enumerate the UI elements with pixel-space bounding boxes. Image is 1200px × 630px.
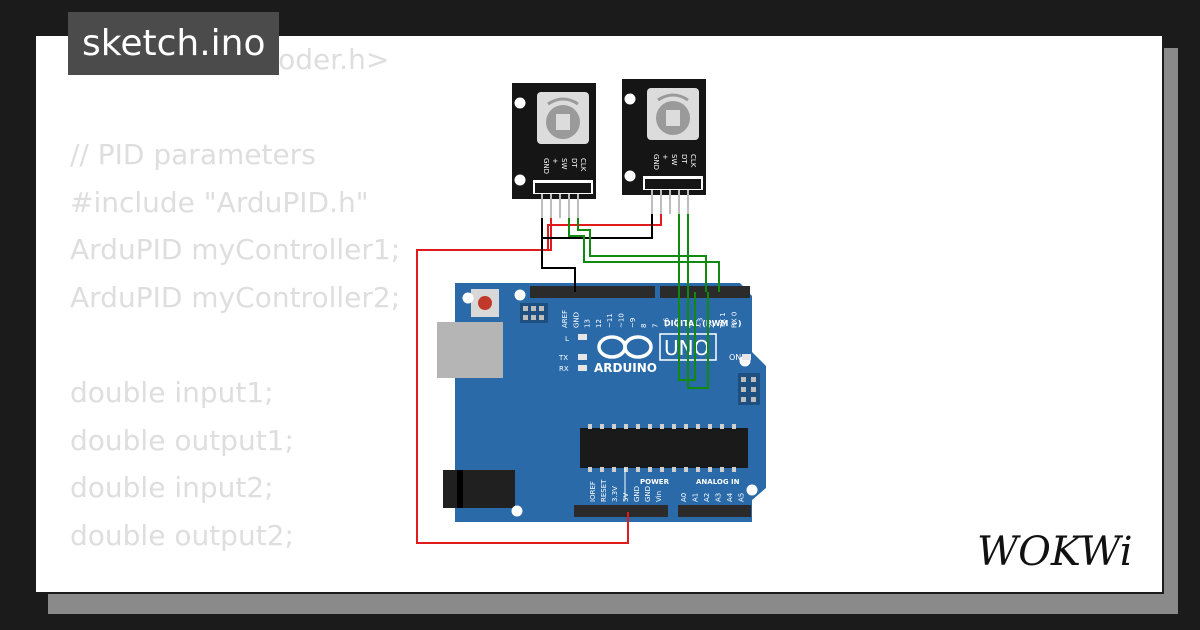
power-pin-6: Vin bbox=[655, 491, 663, 502]
wire-green-2 bbox=[577, 218, 707, 292]
rotary-encoder-1[interactable] bbox=[512, 83, 596, 199]
on-label: ON bbox=[729, 353, 741, 362]
enc1-pin-clk: CLK bbox=[579, 158, 587, 172]
analog-pin-1: A1 bbox=[692, 493, 700, 502]
analog-pin-3: A3 bbox=[715, 493, 723, 502]
digital-pin-6: ~9 bbox=[629, 318, 637, 328]
code-line: ArduPID myController1; bbox=[70, 233, 401, 267]
rotary-encoder-2[interactable] bbox=[622, 79, 706, 195]
digital-pin-11: 4 bbox=[685, 323, 693, 328]
arduino-labels: ARDUINO UNO DIGITAL (PWM ~) L TX RX ON P… bbox=[558, 310, 746, 502]
digital-pin-8: 7 bbox=[651, 324, 659, 328]
power-pin-0: IOREF bbox=[589, 481, 597, 502]
wire-green-1 bbox=[568, 218, 720, 292]
power-pin-3: 5V bbox=[622, 493, 630, 502]
enc2-pin-clk: CLK bbox=[689, 154, 697, 168]
digital-pin-1: GND bbox=[572, 312, 580, 328]
code-line: // PID parameters bbox=[70, 138, 316, 172]
power-pin-5: GND bbox=[644, 486, 652, 502]
wire-red-vcc bbox=[416, 218, 629, 544]
led-label-tx: TX bbox=[558, 354, 568, 362]
digital-pin-3: 12 bbox=[595, 319, 603, 328]
encoder-2-pin-labels: GND + SW DT CLK bbox=[652, 154, 697, 170]
enc1-pin-plus: + bbox=[551, 158, 559, 164]
analog-pin-2: A2 bbox=[703, 493, 711, 502]
digital-pin-2: 13 bbox=[584, 319, 592, 328]
wire-red-vcc-2 bbox=[547, 214, 662, 250]
file-title: sketch.ino bbox=[68, 12, 280, 75]
enc1-pin-dt: DT bbox=[570, 158, 578, 168]
enc2-pin-gnd: GND bbox=[652, 154, 660, 170]
digital-pin-14: TX 1 bbox=[719, 312, 727, 329]
encoder-1-pin-labels: GND + SW DT CLK bbox=[542, 158, 587, 174]
wires bbox=[416, 214, 720, 544]
code-line: ArduPID myController2; bbox=[70, 280, 401, 314]
wire-black-gnd-2 bbox=[542, 214, 653, 239]
analog-pin-5: A5 bbox=[738, 493, 746, 502]
digital-pin-15: RX 0 bbox=[731, 312, 739, 328]
enc1-pin-sw: SW bbox=[560, 158, 568, 169]
enc2-pin-plus: + bbox=[661, 154, 669, 160]
code-line: double input1; bbox=[70, 376, 274, 410]
enc2-pin-sw: SW bbox=[670, 154, 678, 165]
wokwi-logo-text: WOKWi bbox=[977, 529, 1133, 575]
digital-pin-4: ~11 bbox=[606, 313, 614, 328]
digital-pin-13: 2 bbox=[708, 324, 716, 328]
encoder-pins bbox=[541, 190, 689, 218]
code-line: double output1; bbox=[70, 423, 294, 457]
led-label-rx: RX bbox=[559, 365, 569, 373]
digital-pin-9: ~6 bbox=[663, 317, 671, 328]
wire-black-gnd bbox=[541, 218, 576, 292]
digital-pin-5: ~10 bbox=[618, 313, 626, 328]
digital-pin-0: AREF bbox=[561, 310, 569, 328]
enc1-pin-gnd: GND bbox=[542, 158, 550, 174]
power-pin-4: GND bbox=[633, 486, 641, 502]
code-line: double output2; bbox=[70, 518, 294, 552]
wire-green-4 bbox=[687, 214, 709, 389]
analog-label: ANALOG IN bbox=[696, 478, 740, 486]
arduino-model: UNO bbox=[664, 336, 709, 360]
wokwi-logo: WOKWi bbox=[977, 529, 1133, 575]
power-label: POWER bbox=[640, 478, 670, 486]
digital-pin-12: ~3 bbox=[697, 318, 705, 328]
power-pin-1: RESET bbox=[600, 479, 608, 502]
digital-pin-7: 8 bbox=[640, 324, 648, 328]
code-line: #include "ArduPID.h" bbox=[70, 185, 369, 219]
analog-pin-0: A0 bbox=[680, 493, 688, 502]
code-line: double input2; bbox=[70, 471, 274, 505]
analog-pin-4: A4 bbox=[726, 492, 734, 502]
led-label-l: L bbox=[565, 335, 569, 343]
arduino-brand: ARDUINO bbox=[594, 361, 657, 375]
power-pin-2: 3.3V bbox=[611, 486, 619, 502]
enc2-pin-dt: DT bbox=[680, 154, 688, 164]
digital-header-label: DIGITAL (PWM ~) bbox=[664, 319, 742, 328]
